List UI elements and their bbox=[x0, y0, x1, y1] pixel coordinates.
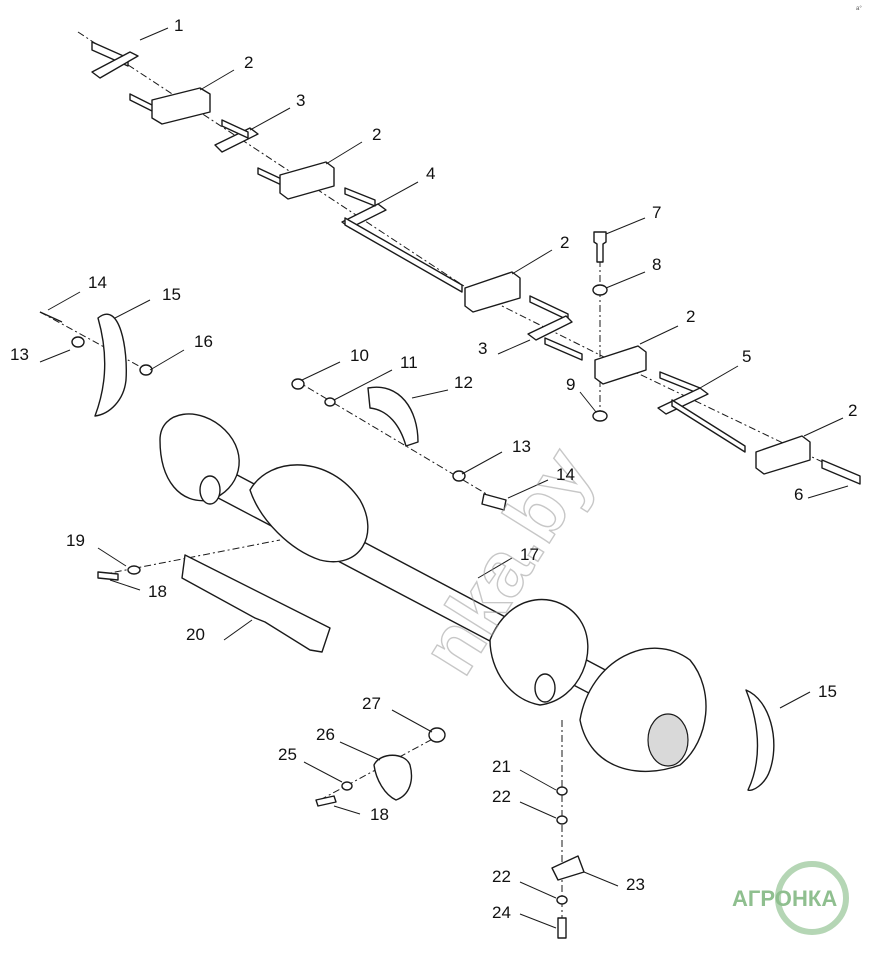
callout-13b: 13 bbox=[512, 437, 531, 456]
agronka-logo: АГРО НКА bbox=[732, 861, 849, 935]
callout-7: 7 bbox=[652, 203, 661, 222]
callout-11: 11 bbox=[400, 353, 418, 372]
logo-right-text: НКА bbox=[792, 886, 837, 911]
callout-2b: 2 bbox=[372, 125, 381, 144]
callout-27: 27 bbox=[362, 694, 381, 713]
bottom-fasteners bbox=[551, 786, 585, 939]
mounting-plate-20 bbox=[97, 554, 331, 653]
callout-15: 15 bbox=[162, 285, 181, 304]
callout-24: 24 bbox=[492, 903, 511, 922]
callout-5: 5 bbox=[742, 347, 751, 366]
logo-left-text: АГРО bbox=[732, 886, 792, 911]
callout-9: 9 bbox=[566, 375, 575, 394]
leader-lines bbox=[39, 27, 849, 929]
plate-12-assembly bbox=[291, 378, 507, 511]
callout-25: 25 bbox=[278, 745, 297, 764]
corner-mark: a° bbox=[856, 6, 862, 12]
callout-13: 13 bbox=[10, 345, 29, 364]
callout-8: 8 bbox=[652, 255, 661, 274]
callout-3b: 3 bbox=[478, 339, 487, 358]
crank-shaft-chain bbox=[91, 41, 861, 485]
callout-18: 18 bbox=[148, 582, 167, 601]
callout-17: 17 bbox=[520, 545, 539, 564]
callout-numbers: 1 2 3 2 4 2 7 8 3 2 5 9 2 6 14 15 13 16 … bbox=[10, 16, 857, 922]
bearing-disc-assembly bbox=[315, 727, 446, 807]
callout-1: 1 bbox=[174, 16, 183, 35]
callout-10: 10 bbox=[350, 346, 369, 365]
callout-2e: 2 bbox=[848, 401, 857, 420]
callout-22b: 22 bbox=[492, 867, 511, 886]
callout-22: 22 bbox=[492, 787, 511, 806]
callout-14b: 14 bbox=[556, 465, 575, 484]
callout-2c: 2 bbox=[560, 233, 569, 252]
bolt-7-assembly bbox=[592, 231, 608, 422]
callout-2: 2 bbox=[244, 53, 253, 72]
callout-15b: 15 bbox=[818, 682, 837, 701]
callout-19: 19 bbox=[66, 531, 85, 550]
callout-2d: 2 bbox=[686, 307, 695, 326]
callout-6: 6 bbox=[794, 485, 803, 504]
scraper-right bbox=[745, 689, 775, 792]
scraper-left bbox=[39, 311, 153, 417]
callout-16: 16 bbox=[194, 332, 213, 351]
callout-23: 23 bbox=[626, 875, 645, 894]
axis-lines bbox=[39, 31, 861, 935]
callout-4: 4 bbox=[426, 164, 435, 183]
callout-12: 12 bbox=[454, 373, 473, 392]
callout-14: 14 bbox=[88, 273, 107, 292]
callout-26: 26 bbox=[316, 725, 335, 744]
auger-tube bbox=[159, 413, 707, 773]
callout-3: 3 bbox=[296, 91, 305, 110]
callout-18b: 18 bbox=[370, 805, 389, 824]
callout-21: 21 bbox=[492, 757, 511, 776]
callout-20: 20 bbox=[186, 625, 205, 644]
